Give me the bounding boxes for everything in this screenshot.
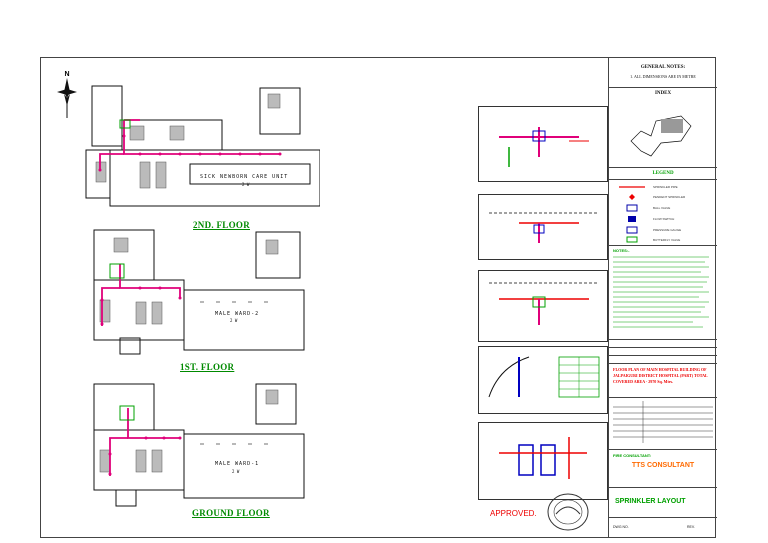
index-heading: INDEX: [654, 91, 672, 96]
consultant-heading: FIRE CONSULTANT:: [613, 453, 652, 458]
drawing-number-label: DWG NO.: [613, 525, 629, 529]
legend-item-4: PRESSURE GAUGE: [653, 228, 682, 232]
legend-symbols: [619, 186, 645, 243]
dimension-note: 1. ALL DIMENSIONS ARE IN METRE: [630, 74, 696, 79]
second-floor-room-sub: 2 W: [242, 182, 250, 187]
title-block: GENERAL NOTES: 1. ALL DIMENSIONS ARE IN …: [608, 57, 717, 538]
first-floor-room-label: MALE WARD-2: [215, 311, 260, 317]
legend-item-2: BALL VALVE: [653, 206, 671, 210]
legend-item-3: FLOW SWITCH: [653, 217, 675, 221]
ground-floor-room-sub: 2 W: [232, 469, 240, 474]
detail-panel-4: [478, 346, 608, 414]
second-floor-plan: [85, 85, 320, 207]
legend-item-5: BUTTERFLY VALVE: [653, 238, 681, 242]
second-floor-title: 2ND. FLOOR: [193, 220, 250, 230]
ground-floor-title: GROUND FLOOR: [192, 508, 270, 518]
legend-item-1: PENDENT SPRINKLER: [653, 195, 686, 199]
drawing-info-table: [613, 401, 713, 443]
north-arrow-icon: N: [57, 71, 77, 118]
ground-floor-plan: [93, 383, 305, 507]
ground-floor-room-label: MALE WARD-1: [215, 461, 260, 467]
approval-seal-icon: [547, 493, 589, 531]
detail-panel-2: [478, 194, 608, 260]
consultant-name: TTS CONSULTANT: [631, 462, 695, 469]
first-floor-title: 1ST. FLOOR: [180, 362, 235, 372]
detail-panel-1: [478, 106, 608, 182]
second-floor-room-label: SICK NEWBORN CARE UNIT: [200, 174, 289, 180]
general-notes-heading: GENERAL NOTES:: [640, 65, 686, 70]
revision-label: REV.: [687, 525, 695, 529]
svg-text:N: N: [64, 71, 69, 78]
notes-heading: NOTES:-: [613, 248, 630, 253]
index-key-plan: [630, 115, 692, 157]
first-floor-plan: [93, 229, 305, 355]
approved-stamp-text: APPROVED.: [490, 509, 537, 518]
detail-panel-3: [478, 270, 608, 342]
detail-panel-5: [478, 422, 608, 500]
legend-item-0: SPRINKLER PIPE: [653, 185, 678, 189]
first-floor-room-sub: 2 W: [230, 318, 238, 323]
drawing-title: FLOOR PLAN OF MAIN HOSPITAL BUILDING OF …: [613, 367, 708, 384]
sheet-title: SPRINKLER LAYOUT: [615, 498, 686, 505]
legend-heading: LEGEND: [652, 171, 674, 176]
notes-lines: [613, 256, 709, 328]
